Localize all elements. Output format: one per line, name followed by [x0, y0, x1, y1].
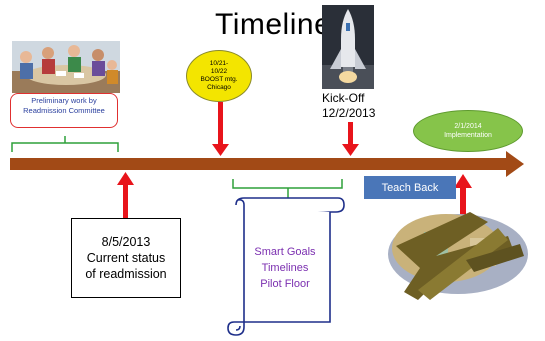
meeting-clipart-icon — [12, 41, 120, 93]
implementation-line-2: Implementation — [444, 132, 492, 139]
teach-back-box: Teach Back — [364, 176, 456, 199]
implementation-arrowhead — [454, 174, 472, 188]
space-shuttle-icon — [322, 5, 374, 89]
boost-line-2: 10/22 — [210, 68, 228, 75]
page-title: Timeline — [215, 8, 332, 41]
status-arrow-shaft — [123, 183, 128, 219]
status-line-2: Current status — [86, 251, 166, 265]
kickoff-line-2: 12/2/2013 — [322, 106, 376, 120]
scroll-line-1: Smart Goals — [254, 246, 316, 258]
current-status-box: 8/5/2013 Current status of readmission — [71, 218, 181, 298]
timeline-bar — [10, 158, 508, 170]
kickoff-arrowhead — [342, 144, 359, 156]
kickoff-line-1: Kick-Off — [322, 91, 365, 105]
boost-arrow-shaft — [218, 102, 223, 146]
fighter-jets-icon — [388, 212, 528, 300]
boost-line-3: BOOST mtg. — [200, 76, 238, 83]
implementation-line-1: 2/1/2014 — [454, 123, 482, 130]
timeline-arrowhead — [506, 151, 524, 177]
pilot-bracket — [232, 179, 343, 199]
boost-meeting-ellipse: 10/21- 10/22 BOOST mtg. Chicago — [186, 50, 252, 102]
scroll-line-2: Timelines — [261, 262, 309, 274]
boost-arrowhead — [212, 144, 229, 156]
boost-line-4: Chicago — [207, 84, 231, 91]
kickoff-arrow-shaft — [348, 122, 353, 146]
preliminary-work-box: Preliminary work by Readmission Committe… — [10, 93, 118, 128]
scroll-text: Smart Goals Timelines Pilot Floor — [230, 244, 340, 292]
implementation-ellipse: 2/1/2014 Implementation — [413, 110, 523, 152]
kickoff-label: Kick-Off 12/2/2013 — [322, 91, 402, 121]
boost-line-1: 10/21- — [209, 60, 229, 67]
scroll-icon — [227, 197, 345, 336]
status-line-3: of readmission — [85, 267, 167, 281]
scroll-line-3: Pilot Floor — [260, 278, 310, 290]
preliminary-bracket — [11, 136, 119, 152]
status-arrowhead — [117, 172, 134, 185]
status-line-1: 8/5/2013 — [101, 235, 151, 249]
implementation-arrow-shaft — [460, 186, 466, 216]
